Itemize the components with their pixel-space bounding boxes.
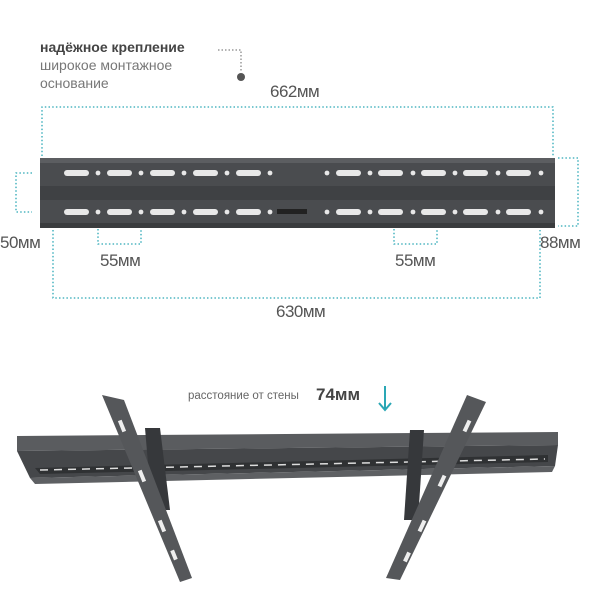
plate-hole: [95, 209, 101, 215]
plate-slot: [506, 209, 531, 215]
dim-630-bracket: [52, 230, 541, 299]
plate-slot: [107, 209, 132, 215]
arrow-down-icon: [378, 386, 392, 412]
feature-line2: основание: [40, 75, 109, 91]
plate-hole: [495, 209, 501, 215]
plate-slot: [336, 209, 361, 215]
feature-dot: [237, 73, 245, 81]
plate-hole: [224, 170, 230, 176]
feature-title: надёжное крепление: [40, 39, 185, 55]
plate-slot: [193, 209, 218, 215]
plate-hole: [538, 209, 544, 215]
plate-hole: [138, 170, 144, 176]
right-tilt-arm: [386, 395, 486, 580]
plate-slot: [421, 209, 446, 215]
dim-630-label: 630мм: [276, 302, 326, 321]
plate-slot: [193, 170, 218, 176]
plate-slot: [64, 209, 89, 215]
mounting-plate-front: [40, 158, 555, 228]
plate-slot: [64, 170, 89, 176]
plate-hole: [181, 170, 187, 176]
plate-slot: [150, 209, 175, 215]
plate-slot: [336, 170, 361, 176]
wall-distance-value: 74мм: [316, 385, 361, 404]
plate-hole: [452, 209, 458, 215]
dim-662-label: 662мм: [270, 82, 320, 101]
plate-hole: [410, 209, 416, 215]
plate-hole: [538, 170, 544, 176]
feature-leader: [218, 49, 242, 72]
plate-hole: [181, 209, 187, 215]
plate-slot: [150, 170, 175, 176]
dim-55-left-bracket: [97, 229, 142, 245]
dim-50-bracket: [15, 172, 32, 213]
plate-slot: [378, 170, 403, 176]
plate-hole: [495, 170, 501, 176]
mount-assembly-view: [17, 395, 558, 582]
plate-hole: [410, 170, 416, 176]
plate-hole: [267, 209, 273, 215]
plate-hole: [367, 170, 373, 176]
dim-662-bracket: [41, 106, 554, 156]
dim-55-left-label: 55мм: [100, 251, 141, 270]
plate-hole: [367, 209, 373, 215]
plate-slot: [506, 170, 531, 176]
dim-88-label: 88мм: [540, 233, 581, 252]
plate-slot: [421, 170, 446, 176]
feature-line1: широкое монтажное: [40, 57, 173, 73]
plate-hole: [324, 209, 330, 215]
plate-slot: [236, 170, 261, 176]
plate-slot: [463, 209, 488, 215]
plate-hole: [324, 170, 330, 176]
plate-hole: [267, 170, 273, 176]
plate-slot: [463, 170, 488, 176]
dim-88-bracket: [558, 157, 579, 227]
plate-hole: [95, 170, 101, 176]
wall-distance-label: расстояние от стены: [188, 390, 299, 402]
plate-hole: [224, 209, 230, 215]
dim-55-right-label: 55мм: [395, 251, 436, 270]
plate-hole: [138, 209, 144, 215]
dim-55-right-bracket: [393, 229, 438, 245]
plate-slot: [378, 209, 403, 215]
plate-slot: [236, 209, 261, 215]
plate-slot: [107, 170, 132, 176]
plate-hole: [452, 170, 458, 176]
dim-50-label: 50мм: [0, 233, 41, 252]
left-tilt-arm: [102, 395, 192, 582]
